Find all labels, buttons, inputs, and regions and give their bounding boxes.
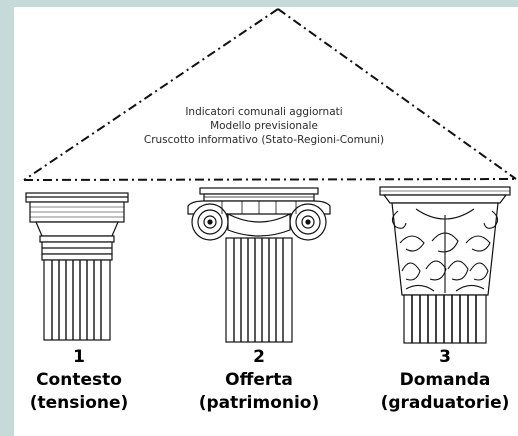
pillar-1-number: 1 (73, 347, 85, 367)
pillar-1-subtitle: (tensione) (29, 393, 129, 413)
pediment-outline (23, 8, 517, 181)
pediment-base-line (23, 178, 517, 181)
pillar-1-label: 1 Contesto (tensione) (14, 346, 144, 415)
roof-line-2: Modello previsionale (210, 120, 318, 132)
doric-column-icon (25, 192, 129, 341)
pillar-2-title: Offerta (225, 370, 293, 390)
roof-line-3: Cruscotto informativo (Stato-Regioni-Com… (143, 134, 385, 146)
pediment-text: Indicatori comunali aggiornati Modello p… (124, 105, 404, 147)
pediment-right-edge (277, 8, 517, 180)
pillar-3-subtitle: (graduatorie) (380, 393, 510, 413)
corinthian-column-icon (379, 186, 511, 344)
pillar-1-title: Contesto (36, 370, 122, 390)
roof-line-1: Indicatori comunali aggiornati (185, 106, 343, 118)
pillar-2-ionic-column (182, 186, 336, 344)
pillar-1-doric-column (22, 191, 132, 343)
pillar-2-number: 2 (253, 347, 265, 367)
pillar-3-label: 3 Domanda (graduatorie) (372, 346, 518, 415)
pillar-2-label: 2 Offerta (patrimonio) (189, 346, 329, 415)
ionic-column-icon (187, 187, 331, 343)
pillar-3-title: Domanda (399, 370, 491, 390)
pillar-3-corinthian-column (376, 185, 514, 345)
diagram-frame: Indicatori comunali aggiornati Modello p… (14, 7, 518, 436)
pillar-2-subtitle: (patrimonio) (198, 393, 320, 413)
pillar-3-number: 3 (439, 347, 451, 367)
pediment-left-edge (23, 8, 279, 181)
